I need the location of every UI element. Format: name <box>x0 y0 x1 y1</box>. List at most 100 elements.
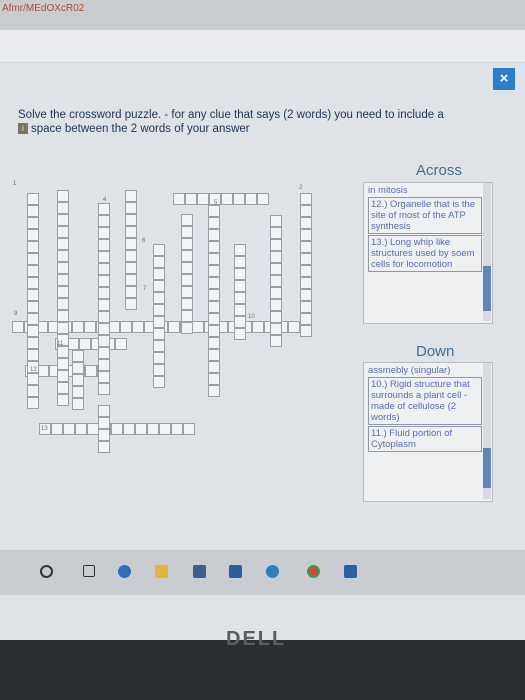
crossword-cell[interactable] <box>300 313 312 325</box>
word-icon[interactable] <box>344 565 357 578</box>
crossword-cell[interactable] <box>183 423 195 435</box>
crossword-cell[interactable] <box>72 398 84 410</box>
crossword-cell[interactable] <box>27 265 39 277</box>
crossword-cell[interactable] <box>98 335 110 347</box>
crossword-cell[interactable] <box>98 275 110 287</box>
crossword-cell[interactable] <box>98 429 110 441</box>
crossword-cell[interactable] <box>27 373 39 385</box>
crossword-cell[interactable] <box>257 193 269 205</box>
crossword-cell[interactable] <box>57 202 69 214</box>
crossword-cell[interactable] <box>79 338 91 350</box>
crossword-cell[interactable] <box>252 321 264 333</box>
address-bar[interactable]: Afmr/MEdOXcR02 <box>0 0 525 30</box>
crossword-cell[interactable] <box>27 361 39 373</box>
crossword-cell[interactable] <box>57 310 69 322</box>
crossword-cell[interactable] <box>98 417 110 429</box>
crossword-cell[interactable] <box>98 215 110 227</box>
file-explorer-icon[interactable] <box>155 565 168 578</box>
crossword-cell[interactable] <box>181 214 193 226</box>
crossword-cell[interactable] <box>173 193 185 205</box>
crossword-cell[interactable] <box>234 268 246 280</box>
across-clue-list[interactable]: in mitosis 12.) Organelle that is the si… <box>363 182 493 324</box>
crossword-cell[interactable] <box>57 286 69 298</box>
down-clue-10[interactable]: 10.) Rigid structure that surrounds a pl… <box>368 377 482 425</box>
crossword-cell[interactable] <box>185 193 197 205</box>
crossword-cell[interactable] <box>153 244 165 256</box>
crossword-cell[interactable] <box>300 193 312 205</box>
crossword-cell[interactable] <box>270 323 282 335</box>
close-button[interactable]: × <box>493 68 515 90</box>
crossword-cell[interactable] <box>181 274 193 286</box>
crossword-cell[interactable] <box>208 373 220 385</box>
photos-icon[interactable] <box>266 565 279 578</box>
crossword-cell[interactable] <box>153 352 165 364</box>
crossword-cell[interactable] <box>57 394 69 406</box>
crossword-cell[interactable] <box>98 287 110 299</box>
crossword-cell[interactable] <box>85 365 97 377</box>
crossword-cell[interactable] <box>208 229 220 241</box>
crossword-cell[interactable] <box>208 205 220 217</box>
mail-icon[interactable] <box>229 565 242 578</box>
crossword-cell[interactable] <box>27 337 39 349</box>
crossword-cell[interactable] <box>135 423 147 435</box>
crossword-cell[interactable] <box>153 340 165 352</box>
crossword-cell[interactable] <box>300 265 312 277</box>
down-clue-list[interactable]: assmebly (singular) 10.) Rigid structure… <box>363 362 493 502</box>
crossword-cell[interactable] <box>27 385 39 397</box>
crossword-cell[interactable] <box>300 241 312 253</box>
crossword-cell[interactable] <box>208 313 220 325</box>
crossword-cell[interactable] <box>111 423 123 435</box>
crossword-cell[interactable] <box>181 322 193 334</box>
crossword-cell[interactable] <box>208 361 220 373</box>
crossword-cell[interactable] <box>72 321 84 333</box>
crossword-cell[interactable] <box>234 328 246 340</box>
down-clue-11[interactable]: 11.) Fluid portion of Cytoplasm <box>368 426 482 452</box>
crossword-cell[interactable] <box>221 193 233 205</box>
crossword-cell[interactable] <box>27 193 39 205</box>
store-icon[interactable] <box>193 565 206 578</box>
crossword-cell[interactable] <box>98 311 110 323</box>
crossword-cell[interactable] <box>57 334 69 346</box>
crossword-cell[interactable] <box>27 397 39 409</box>
crossword-cell[interactable] <box>27 289 39 301</box>
crossword-cell[interactable] <box>125 298 137 310</box>
crossword-cell[interactable] <box>57 370 69 382</box>
crossword-cell[interactable] <box>125 214 137 226</box>
crossword-cell[interactable] <box>270 263 282 275</box>
crossword-cell[interactable] <box>270 311 282 323</box>
crossword-cell[interactable] <box>147 423 159 435</box>
down-scrollbar[interactable] <box>483 363 491 499</box>
crossword-cell[interactable] <box>153 304 165 316</box>
crossword-cell[interactable] <box>208 349 220 361</box>
crossword-cell[interactable] <box>27 301 39 313</box>
crossword-cell[interactable] <box>72 362 84 374</box>
crossword-cell[interactable] <box>57 190 69 202</box>
crossword-cell[interactable] <box>72 350 84 362</box>
crossword-cell[interactable] <box>72 374 84 386</box>
crossword-cell[interactable] <box>270 275 282 287</box>
chrome-icon[interactable] <box>307 565 320 578</box>
crossword-cell[interactable] <box>57 298 69 310</box>
crossword-cell[interactable] <box>181 286 193 298</box>
crossword-cell[interactable] <box>98 359 110 371</box>
crossword-cell[interactable] <box>300 229 312 241</box>
crossword-cell[interactable] <box>125 238 137 250</box>
crossword-cell[interactable] <box>300 205 312 217</box>
across-clue-12[interactable]: 12.) Organelle that is the site of most … <box>368 197 482 234</box>
across-scrollbar[interactable] <box>483 183 491 321</box>
crossword-cell[interactable] <box>208 265 220 277</box>
crossword-cell[interactable] <box>98 263 110 275</box>
crossword-cell[interactable] <box>27 253 39 265</box>
crossword-cell[interactable] <box>181 226 193 238</box>
crossword-cell[interactable] <box>234 256 246 268</box>
crossword-cell[interactable] <box>98 371 110 383</box>
crossword-cell[interactable] <box>39 423 51 435</box>
crossword-cell[interactable] <box>98 227 110 239</box>
crossword-cell[interactable] <box>208 337 220 349</box>
crossword-cell[interactable] <box>159 423 171 435</box>
crossword-cell[interactable] <box>27 205 39 217</box>
crossword-cell[interactable] <box>270 227 282 239</box>
crossword-cell[interactable] <box>245 193 257 205</box>
crossword-cell[interactable] <box>181 238 193 250</box>
task-view-icon[interactable] <box>83 565 95 577</box>
